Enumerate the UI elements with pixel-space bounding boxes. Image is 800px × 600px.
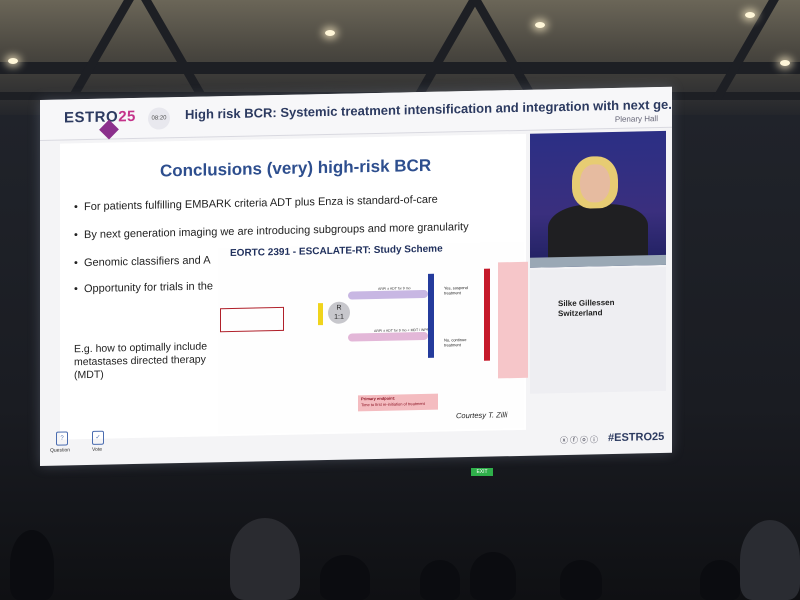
speaker-name-panel: Silke Gillessen Switzerland <box>530 266 666 394</box>
presentation-slide: Conclusions (very) high-risk BCR For pat… <box>60 133 528 440</box>
session-time: 08:20 <box>148 107 170 130</box>
slide-bullet: For patients fulfilling EMBARK criteria … <box>84 194 438 213</box>
speaker-name: Silke Gillessen Switzerland <box>558 297 615 319</box>
audience-head <box>700 560 740 600</box>
slide-example-text: E.g. how to optimally include metastases… <box>74 340 208 382</box>
ceiling-light <box>535 22 545 28</box>
audience-head <box>560 560 602 600</box>
primary-endpoint-box: Primary endpoint: Time to first re-initi… <box>358 393 438 412</box>
vote-icon[interactable]: ✓ <box>92 430 104 445</box>
arm-top-label: ARPI ± ADT for 9 mo <box>378 286 411 291</box>
psma-pet-bar <box>428 273 434 358</box>
hashtag: #ESTRO25 <box>608 430 665 445</box>
outcome-bottom: No, continue treatment <box>444 337 467 348</box>
audience-head <box>320 555 370 600</box>
ceiling-truss <box>411 0 479 100</box>
slide-bullet: By next generation imaging we are introd… <box>84 221 469 241</box>
slide-bullet: Genomic classifiers and A <box>84 254 211 269</box>
restart-criteria-panel <box>498 261 528 379</box>
ceiling-light <box>745 12 755 18</box>
vote-label: Vote <box>92 446 103 453</box>
lectern <box>530 254 666 268</box>
ceiling-light <box>780 60 790 66</box>
question-label: Question <box>50 447 71 454</box>
ceiling-truss <box>0 62 800 74</box>
ceiling-truss <box>141 0 209 100</box>
audience-head <box>740 520 800 600</box>
outcome-top: Yes, suspend treatment <box>444 285 468 296</box>
projection-screen: ESTRO25 08:20 High risk BCR: Systemic tr… <box>40 86 672 467</box>
audience-head <box>420 560 460 600</box>
slide-bullet: Opportunity for trials in the <box>84 280 213 295</box>
treatment-interruption-bar <box>484 268 490 361</box>
room-label: Plenary Hall <box>614 114 658 124</box>
stratification-bar <box>318 303 323 326</box>
audience-head <box>470 552 516 600</box>
audience-head <box>10 530 54 600</box>
eligibility-box <box>220 306 284 333</box>
ceiling-light <box>325 30 335 36</box>
ceiling-truss <box>66 0 134 100</box>
study-scheme: EORTC 2391 - ESCALATE-RT: Study Scheme R… <box>218 241 528 435</box>
speaker-video <box>530 130 666 268</box>
courtesy-credit: Courtesy T. Zilli <box>456 410 508 421</box>
ceiling-light <box>8 58 18 64</box>
social-icons: ⓧⓕⓞⓘ <box>560 435 600 446</box>
scheme-title: EORTC 2391 - ESCALATE-RT: Study Scheme <box>230 243 443 260</box>
conference-logo: ESTRO25 <box>64 107 136 127</box>
exit-sign: EXIT <box>471 468 493 476</box>
ceiling-truss <box>471 0 539 100</box>
audience-head <box>230 518 300 600</box>
speaker-face <box>580 164 610 203</box>
question-icon[interactable]: ? <box>56 431 68 446</box>
slide-title: Conclusions (very) high-risk BCR <box>160 155 432 181</box>
speaker-body <box>548 203 648 262</box>
session-title: High risk BCR: Systemic treatment intens… <box>185 96 672 122</box>
